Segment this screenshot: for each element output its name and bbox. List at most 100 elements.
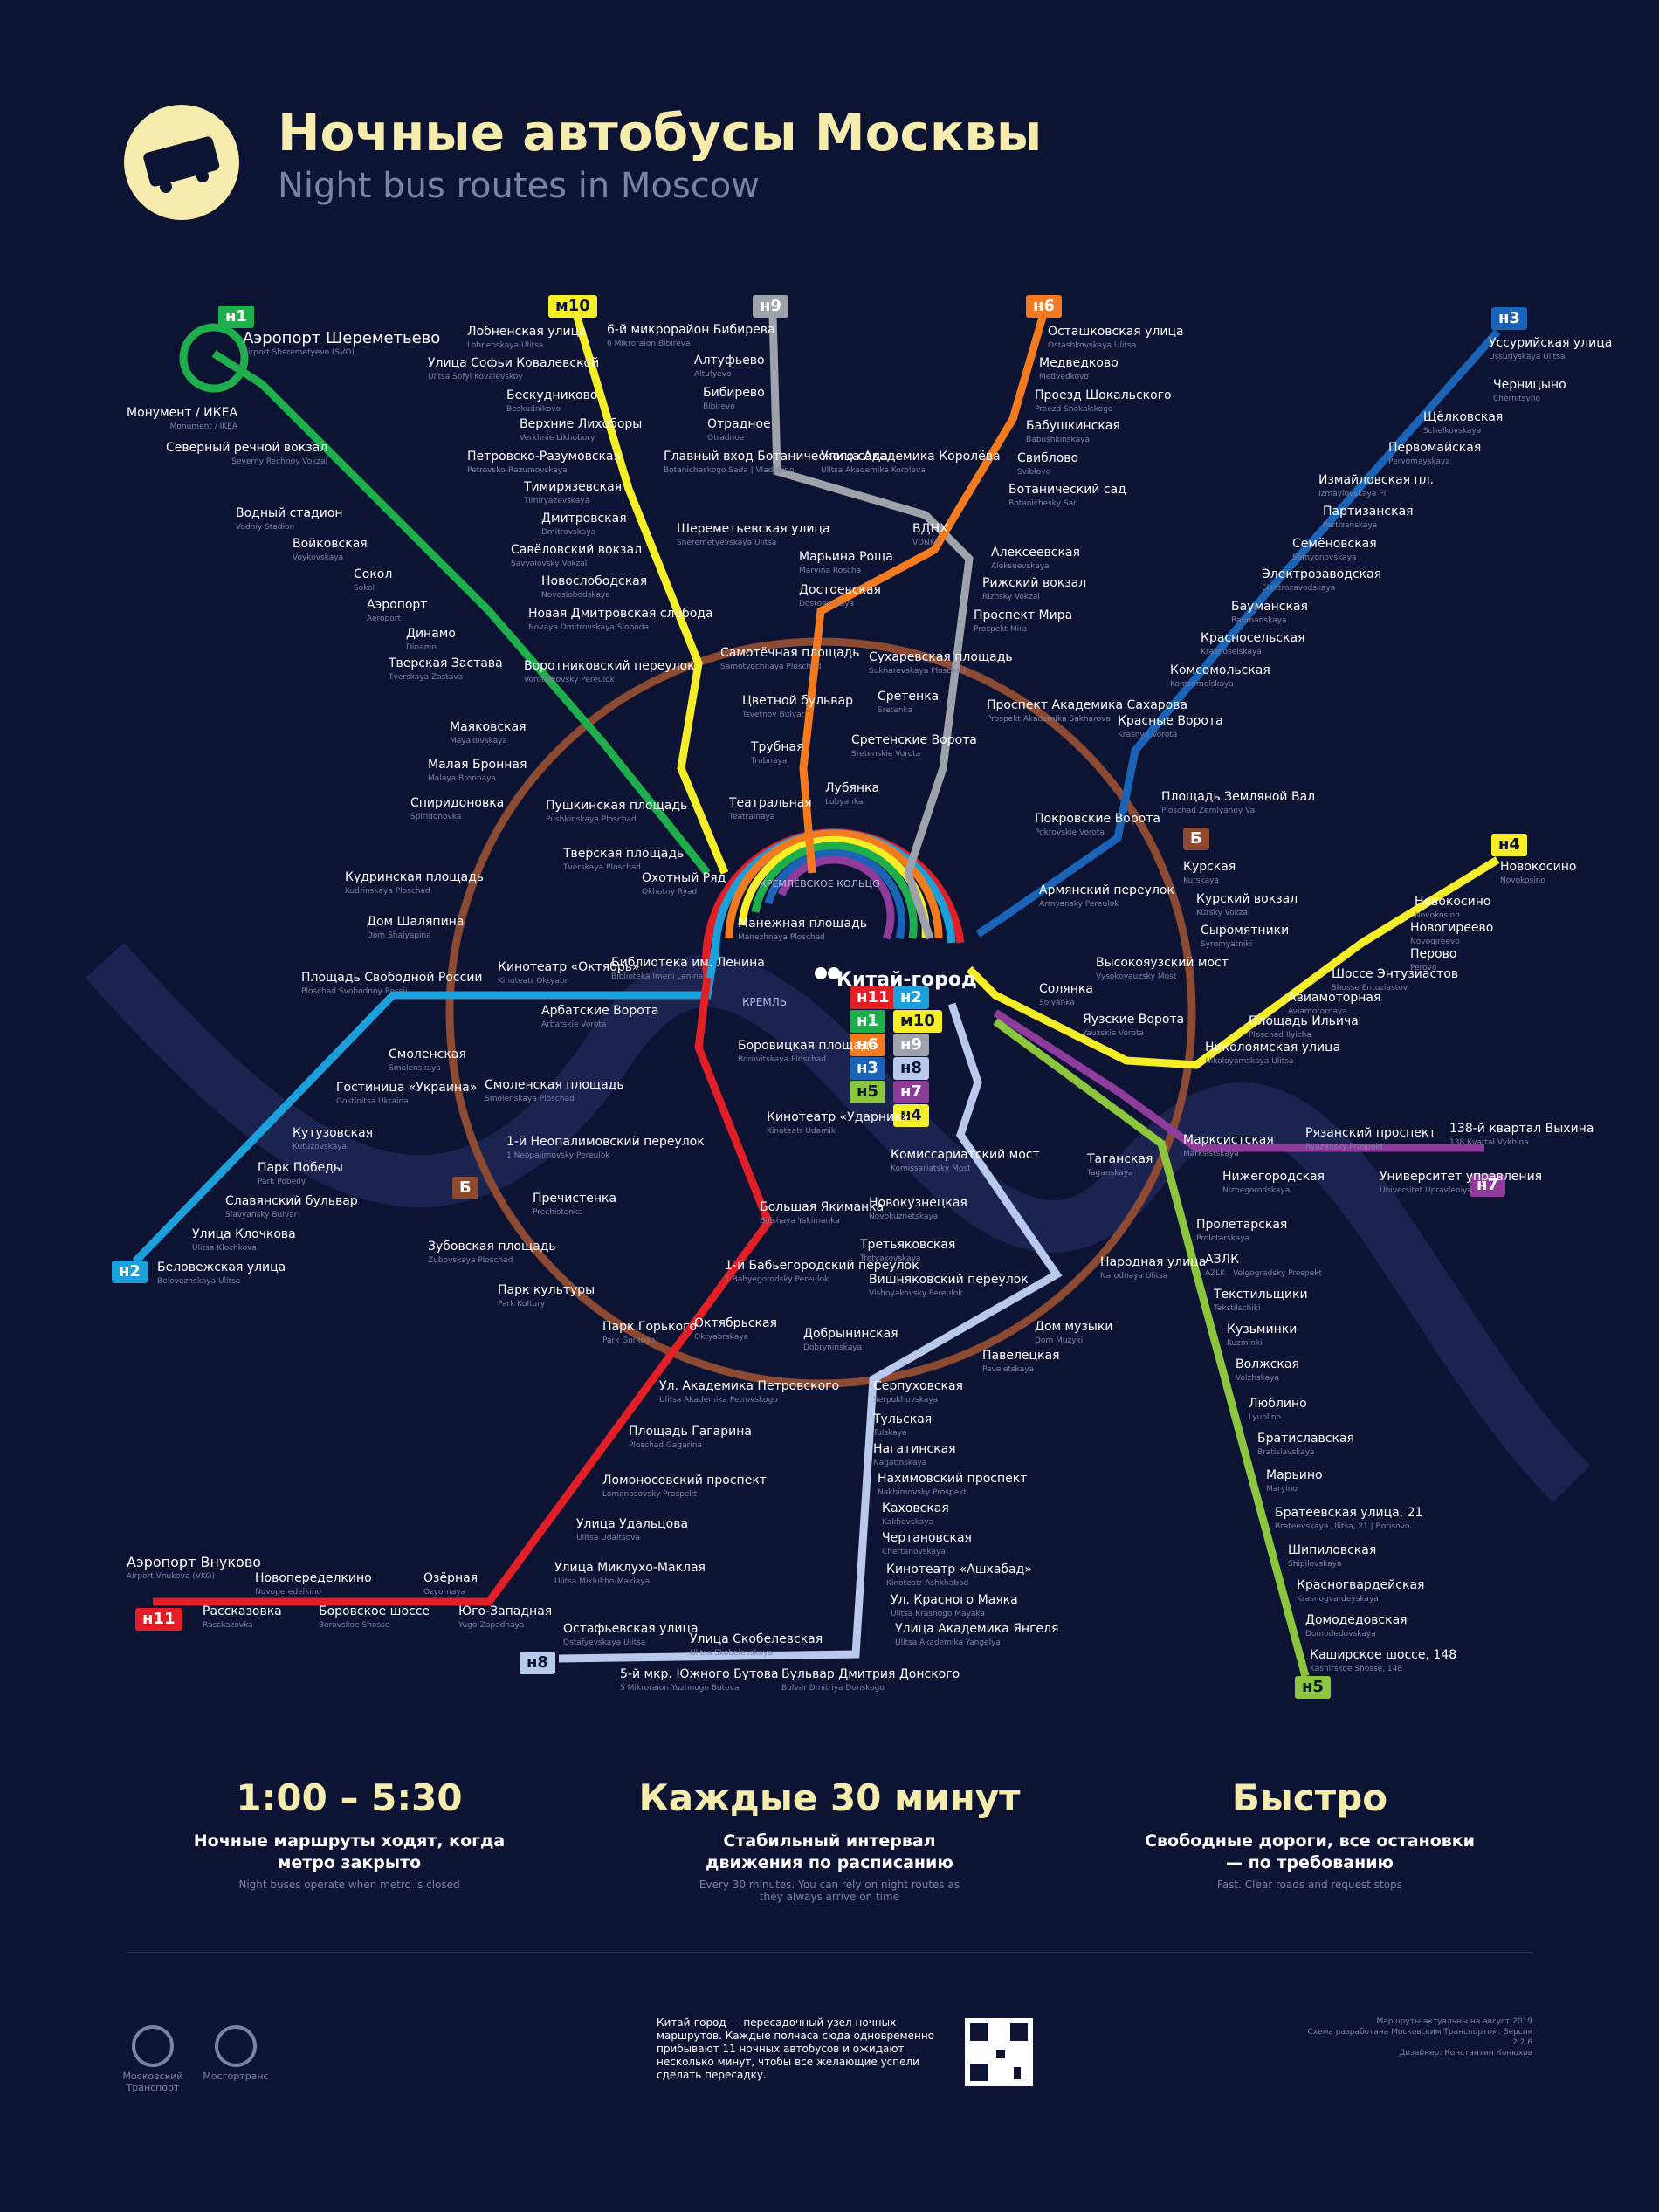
route-n1 (211, 350, 711, 876)
hub-badge-m10: м10 (893, 1010, 942, 1033)
page-title: Ночные автобусы Москвы (278, 103, 1043, 162)
moon-bus-logo (124, 105, 239, 220)
interval-text: Стабильный интервал движения по расписан… (706, 1831, 953, 1872)
badge-n8: н8 (520, 1652, 555, 1674)
hub-badge-n7: н7 (893, 1081, 929, 1103)
badge-n9: н9 (753, 295, 788, 318)
station-label: Кинотеатр «Ударник»Kinoteatr Udarnik (767, 1110, 910, 1136)
badge-m10: м10 (548, 295, 597, 318)
page-subtitle: Night bus routes in Moscow (278, 166, 760, 206)
qr-code (965, 2018, 1033, 2086)
hub-badge-n8: н8 (893, 1057, 929, 1080)
route-m10 (572, 313, 729, 875)
hub-badge-n4: н4 (893, 1104, 929, 1127)
footer-divider (127, 1952, 1532, 1953)
hub-badge-n6: н6 (850, 1034, 885, 1056)
hub-note: Китай-город — пересадочный узел ночных м… (657, 2016, 935, 2081)
hub-badge-n1: н1 (850, 1010, 885, 1033)
hub-badge-n9: н9 (893, 1034, 929, 1056)
river-shape (85, 942, 1591, 1503)
kremlin-label: КРЕМЛЬ (742, 996, 787, 1008)
hub-marker (815, 967, 827, 979)
badge-n3: н3 (1491, 307, 1527, 330)
route-n5 (993, 1018, 1310, 1678)
station-label: Гостиница «Украина»Gostinitsa Ukraina (336, 1081, 478, 1106)
badge-n2: н2 (112, 1261, 148, 1283)
badge-n5: н5 (1295, 1676, 1331, 1699)
badge-n11: н11 (135, 1608, 182, 1631)
moscow-transport-logo: Московский Транспорт (114, 2025, 192, 2093)
fast-heading: Быстро (1231, 1776, 1388, 1819)
route-n8 (558, 1002, 1063, 1663)
badge-B-sw: Б (452, 1177, 478, 1199)
station-label: Измайловская пл.Izmaylovskaya Pl. (1318, 473, 1435, 498)
hub-badge-n5: н5 (850, 1081, 885, 1103)
station-label: Кинотеатр «Октябрь»Kinoteatr Oktyabr (498, 960, 640, 986)
kremlin-ring-n6 (725, 829, 943, 939)
badge-n7: н7 (1470, 1174, 1505, 1197)
